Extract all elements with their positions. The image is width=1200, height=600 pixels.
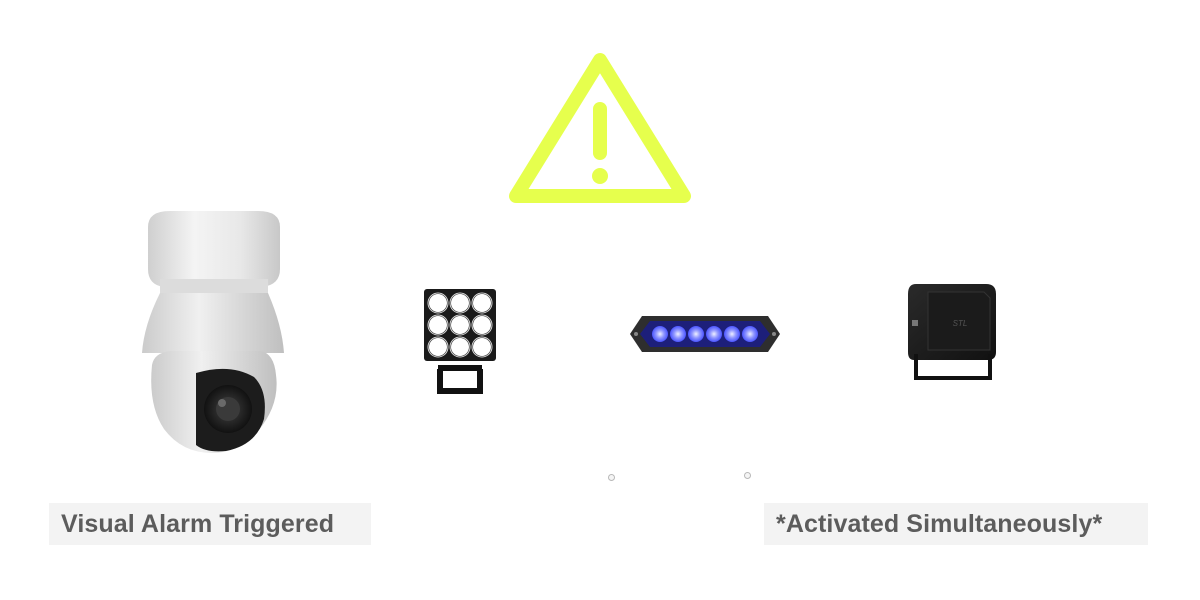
blue-strobe-light-bar [630,316,780,352]
ptz-security-camera [142,211,284,453]
led-floodlight [424,289,496,394]
small-dot-marker [608,474,615,481]
svg-text:STL: STL [953,319,968,328]
activated-simultaneously-label: *Activated Simultaneously* [764,503,1148,545]
warning-triangle-icon [509,53,691,203]
alarm-speaker-siren: STL [908,284,996,380]
visual-alarm-label: Visual Alarm Triggered [49,503,371,545]
small-dot-marker [744,472,751,479]
